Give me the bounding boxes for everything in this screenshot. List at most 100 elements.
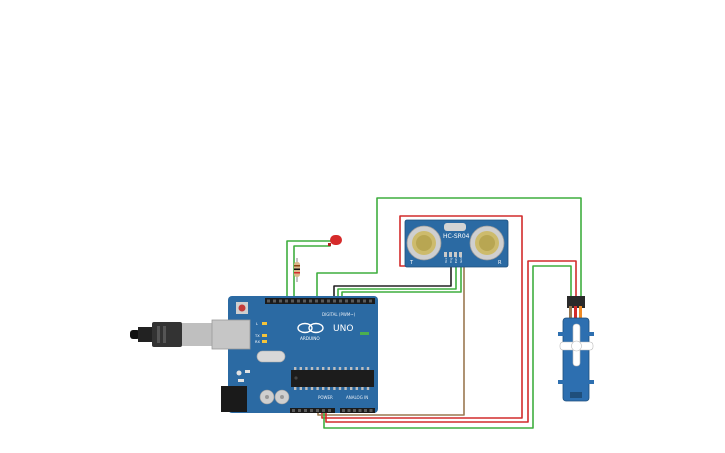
sensor-pin-trig[interactable]	[449, 252, 452, 257]
servo-motor[interactable]	[558, 296, 594, 402]
chip-leg[interactable]	[338, 367, 342, 370]
chip-leg[interactable]	[350, 367, 353, 370]
chip-leg[interactable]	[333, 387, 336, 390]
led-anode-wire[interactable]	[286, 240, 336, 300]
sensor-model: HC-SR04	[443, 233, 470, 240]
digital-pin[interactable]	[351, 299, 354, 303]
sensor-pin-vcc[interactable]	[444, 252, 447, 257]
chip-leg[interactable]	[316, 367, 319, 370]
analog-header	[340, 408, 375, 413]
chip-leg[interactable]	[327, 387, 330, 390]
rx-label: RX	[255, 340, 260, 344]
digital-pin[interactable]	[345, 299, 348, 303]
digital-pin[interactable]	[327, 299, 330, 303]
arduino-logo: ARDUINO	[297, 322, 324, 341]
servo-wire-red	[574, 306, 577, 320]
usb-plug-ridge	[157, 326, 160, 343]
chip-leg[interactable]	[310, 367, 314, 370]
digital-pin[interactable]	[309, 299, 312, 303]
led[interactable]	[328, 235, 342, 246]
arduino-uno-board[interactable]: DIGITAL (PWM~) ARDUINO UNO TX RX L	[211, 296, 378, 413]
chip-leg[interactable]	[322, 387, 325, 390]
digital-pin[interactable]	[279, 299, 282, 303]
sensor-crystal	[444, 223, 466, 231]
chip-leg[interactable]	[366, 367, 370, 370]
sensor-pin-echo[interactable]	[454, 252, 457, 257]
chip-leg[interactable]	[310, 387, 314, 390]
chip-leg[interactable]	[350, 387, 353, 390]
chip-leg[interactable]	[294, 367, 297, 370]
analog-pin[interactable]	[342, 409, 345, 412]
chip-leg[interactable]	[299, 367, 302, 370]
ultrasonic-sensor[interactable]: HC-SR04 T R Vcc Trig Echo Gnd	[404, 219, 509, 268]
chip-leg[interactable]	[327, 367, 330, 370]
chip-leg[interactable]	[366, 387, 370, 390]
sensor-pin-gnd[interactable]	[459, 252, 462, 257]
chip-leg[interactable]	[305, 387, 308, 390]
power-pin[interactable]	[322, 409, 325, 412]
servo-signal-wire[interactable]	[316, 197, 582, 300]
servo-horn[interactable]	[559, 323, 594, 367]
sensor-pin-label: Echo	[454, 256, 458, 263]
servo-power-wire[interactable]	[325, 260, 577, 423]
sensor-echo-wire[interactable]	[337, 254, 457, 300]
chip-leg[interactable]	[322, 367, 325, 370]
chip-leg[interactable]	[361, 387, 364, 390]
digital-pin[interactable]	[363, 299, 366, 303]
analog-in-label: ANALOG IN	[346, 395, 368, 400]
chip-leg[interactable]	[305, 367, 308, 370]
sensor-pin-label: Gnd	[459, 257, 463, 263]
arduino-brand: ARDUINO	[300, 336, 320, 341]
power-pin[interactable]	[292, 409, 295, 412]
chip-leg[interactable]	[333, 367, 336, 370]
analog-pin[interactable]	[364, 409, 367, 412]
digital-pin[interactable]	[297, 299, 300, 303]
power-pin[interactable]	[298, 409, 301, 412]
digital-pin[interactable]	[369, 299, 372, 303]
digital-pin[interactable]	[273, 299, 276, 303]
resistor-band-3	[294, 272, 300, 274]
smd-component	[238, 379, 244, 382]
analog-pin[interactable]	[369, 409, 373, 412]
digital-pin[interactable]	[285, 299, 288, 303]
analog-pin[interactable]	[353, 409, 356, 412]
capacitor-top	[265, 395, 269, 399]
smd-component	[245, 370, 250, 373]
power-pin[interactable]	[304, 409, 307, 412]
chip-leg[interactable]	[355, 387, 358, 390]
analog-pin[interactable]	[347, 409, 351, 412]
digital-pin[interactable]	[357, 299, 360, 303]
digital-header	[265, 298, 375, 304]
servo-ground-wire[interactable]	[323, 265, 572, 429]
smd-component	[236, 370, 242, 376]
power-pin[interactable]	[316, 409, 319, 412]
chip-leg[interactable]	[294, 387, 297, 390]
chip-notch	[294, 376, 298, 380]
chip-leg[interactable]	[316, 387, 319, 390]
atmega-chip	[291, 370, 374, 387]
digital-pin[interactable]	[321, 299, 324, 303]
digital-pin[interactable]	[291, 299, 294, 303]
digital-pin[interactable]	[267, 299, 270, 303]
power-pin[interactable]	[328, 409, 331, 412]
servo-wire-orange	[579, 306, 582, 320]
digital-pin[interactable]	[339, 299, 342, 303]
chip-leg[interactable]	[361, 367, 364, 370]
analog-pin[interactable]	[358, 409, 362, 412]
chip-leg[interactable]	[338, 387, 342, 390]
sensor-pin-label: Vcc	[444, 257, 448, 263]
rx-led	[262, 340, 267, 343]
chip-leg[interactable]	[344, 387, 347, 390]
chip-leg[interactable]	[344, 367, 347, 370]
l-led	[262, 322, 267, 325]
digital-pin[interactable]	[333, 299, 336, 303]
sensor-trig-wire[interactable]	[333, 254, 452, 300]
usb-cable[interactable]	[130, 322, 212, 347]
resistor-band-1	[294, 265, 300, 267]
power-pin[interactable]	[310, 409, 313, 412]
digital-pin[interactable]	[303, 299, 306, 303]
chip-leg[interactable]	[299, 387, 302, 390]
chip-leg[interactable]	[355, 367, 358, 370]
digital-pin[interactable]	[315, 299, 318, 303]
resistor[interactable]	[294, 258, 300, 282]
